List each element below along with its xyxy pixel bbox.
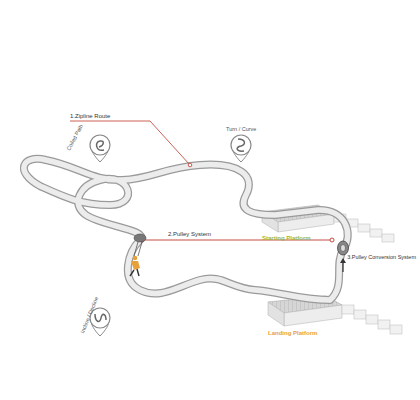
callout-label: 2.Pulley System [168,231,211,238]
callout-label: 3.Pulley Conversion System [347,254,416,260]
zipline-route [24,159,348,300]
callout-leader [70,121,192,167]
platform-label: Landing Platform [268,330,317,337]
pulley-conversion-device [338,241,349,272]
map-pin [90,135,110,162]
platform-label: Starting Platform [262,235,311,242]
callout-label: 1.Zipline Route [70,113,110,120]
map-pin [231,135,251,162]
pulley-rider [130,234,146,276]
landing-platform [268,296,402,334]
pin-label: Coiled Path [65,123,84,151]
pin-label: Turn / Curve [226,126,256,132]
